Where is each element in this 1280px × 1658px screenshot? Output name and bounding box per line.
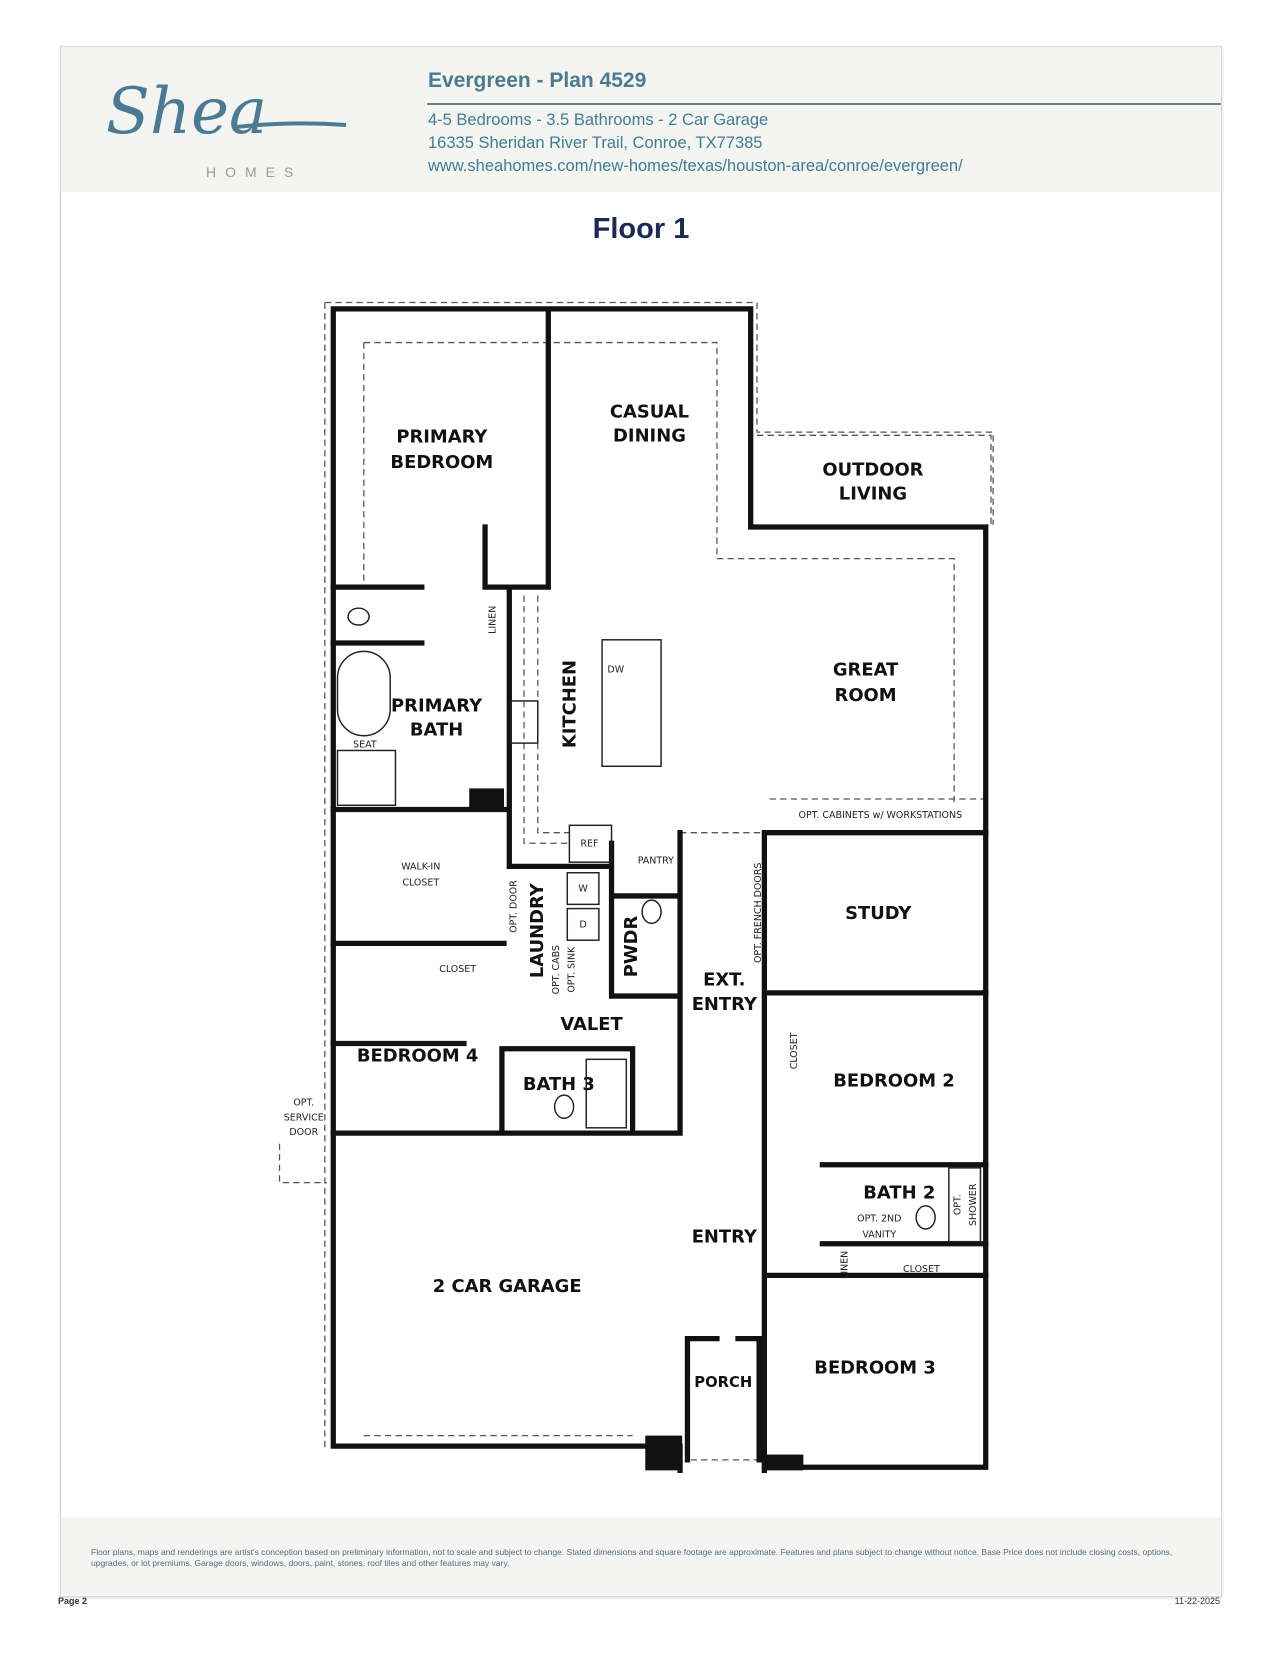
label-washer: W bbox=[578, 884, 588, 895]
label-opt-french-doors: OPT. FRENCH DOORS bbox=[753, 863, 764, 963]
plan-title: Evergreen - Plan 4529 bbox=[428, 69, 647, 92]
svg-text:SERVICE: SERVICE bbox=[284, 1112, 324, 1123]
date: 11-22-2025 bbox=[1174, 1596, 1220, 1606]
room-label-great-room: GREAT ROOM bbox=[833, 660, 899, 706]
label-opt-door: OPT. DOOR bbox=[509, 880, 520, 933]
room-label-valet: VALET bbox=[560, 1014, 623, 1035]
room-label-primary-bath: PRIMARY BATH bbox=[391, 695, 483, 740]
floor-title: Floor 1 bbox=[592, 213, 690, 245]
room-label-outdoor-living: OUTDOOR LIVING bbox=[822, 459, 923, 504]
label-opt-sink: OPT. SINK bbox=[567, 946, 578, 993]
room-label-entry: ENTRY bbox=[692, 1227, 758, 1248]
label-dryer: D bbox=[579, 920, 586, 931]
label-closet: CLOSET bbox=[903, 1264, 940, 1275]
svg-text:BATH: BATH bbox=[410, 720, 463, 741]
column bbox=[469, 788, 505, 810]
svg-text:DINING: DINING bbox=[613, 426, 686, 447]
exterior-walls bbox=[330, 306, 989, 1474]
page-number: Page 2 bbox=[58, 1596, 88, 1606]
label-opt-2nd-vanity: OPT. 2ND VANITY bbox=[857, 1214, 901, 1241]
svg-text:WALK-IN: WALK-IN bbox=[401, 862, 440, 873]
room-label-walk-in-closet: WALK-IN CLOSET bbox=[401, 862, 440, 889]
svg-text:OPT.: OPT. bbox=[952, 1194, 963, 1215]
room-label-bedroom-4: BEDROOM 4 bbox=[357, 1045, 479, 1066]
room-label-casual-dining: CASUAL DINING bbox=[610, 401, 689, 446]
website-link[interactable]: www.sheahomes.com/new-homes/texas/housto… bbox=[428, 157, 963, 175]
plan-specs: 4-5 Bedrooms - 3.5 Bathrooms - 2 Car Gar… bbox=[428, 111, 769, 129]
toilet-icon bbox=[553, 1094, 575, 1120]
french-doors bbox=[680, 832, 766, 944]
svg-text:ENTRY: ENTRY bbox=[692, 994, 758, 1015]
svg-text:VANITY: VANITY bbox=[862, 1229, 896, 1240]
label-dw: DW bbox=[607, 664, 624, 675]
svg-text:ROOM: ROOM bbox=[835, 685, 897, 706]
toilet-icon bbox=[347, 607, 370, 626]
room-label-bedroom-2: BEDROOM 2 bbox=[833, 1071, 955, 1092]
toilet-icon bbox=[915, 1205, 936, 1230]
tub-bath2 bbox=[948, 1167, 982, 1243]
room-label-porch: PORCH bbox=[694, 1374, 752, 1391]
bathtub bbox=[336, 650, 391, 737]
svg-text:Shea: Shea bbox=[106, 75, 267, 149]
label-linen: LINEN bbox=[488, 606, 499, 634]
room-label-bath-2: BATH 2 bbox=[863, 1182, 935, 1203]
svg-text:CASUAL: CASUAL bbox=[610, 401, 689, 422]
svg-text:OUTDOOR: OUTDOOR bbox=[822, 459, 923, 480]
shea-homes-logo: Shea HOMES bbox=[106, 75, 347, 180]
column bbox=[645, 1435, 683, 1471]
room-label-garage: 2 CAR GARAGE bbox=[433, 1276, 582, 1297]
ceiling-outline bbox=[363, 341, 986, 807]
label-linen: LINEN bbox=[840, 1251, 851, 1279]
svg-text:LIVING: LIVING bbox=[839, 484, 907, 505]
washer bbox=[566, 872, 600, 906]
interior-walls bbox=[330, 308, 989, 1470]
disclaimer: Floor plans, maps and renderings are art… bbox=[91, 1547, 1173, 1568]
svg-text:EXT.: EXT. bbox=[703, 970, 745, 991]
label-opt-service-door: OPT. SERVICE DOOR bbox=[284, 1098, 324, 1139]
svg-text:DOOR: DOOR bbox=[289, 1127, 318, 1138]
range bbox=[509, 700, 539, 744]
room-label-study: STUDY bbox=[845, 903, 912, 924]
label-seat: SEAT bbox=[353, 739, 377, 750]
label-ref: REF bbox=[580, 838, 598, 849]
title-divider bbox=[427, 103, 1221, 105]
dryer bbox=[566, 907, 600, 941]
refrigerator bbox=[568, 824, 613, 863]
room-label-kitchen: KITCHEN bbox=[560, 660, 581, 748]
header: Shea HOMES Evergreen - Plan 4529 4-5 Bed… bbox=[61, 47, 1221, 192]
svg-text:SHOWER: SHOWER bbox=[968, 1183, 979, 1226]
room-label-bedroom-3: BEDROOM 3 bbox=[814, 1357, 936, 1378]
address: 16335 Sheridan River Trail, Conroe, TX77… bbox=[428, 134, 763, 152]
room-label-bath-3: BATH 3 bbox=[523, 1074, 595, 1095]
tub-bath3 bbox=[585, 1058, 628, 1129]
footer: Floor plans, maps and renderings are art… bbox=[61, 1517, 1221, 1595]
svg-text:BEDROOM: BEDROOM bbox=[390, 452, 493, 473]
label-opt-cabinets: OPT. CABINETS w/ WORKSTATIONS bbox=[799, 810, 963, 821]
label-pantry: PANTRY bbox=[638, 855, 674, 866]
svg-text:PRIMARY: PRIMARY bbox=[391, 695, 483, 716]
outdoor-living-outline bbox=[756, 434, 992, 525]
svg-text:OPT. 2ND: OPT. 2ND bbox=[857, 1214, 901, 1225]
label-closet: CLOSET bbox=[439, 964, 476, 975]
brochure-page: Shea HOMES Evergreen - Plan 4529 4-5 Bed… bbox=[60, 46, 1222, 1597]
label-opt-shower: OPT. SHOWER bbox=[952, 1183, 979, 1226]
shower bbox=[336, 749, 397, 807]
kitchen-island bbox=[601, 639, 662, 768]
room-label-ext-entry: EXT. ENTRY bbox=[692, 970, 758, 1015]
room-label-primary-bedroom: PRIMARY BEDROOM bbox=[390, 427, 493, 473]
kitchen-counter bbox=[523, 595, 570, 844]
label-opt-cabs: OPT. CABS bbox=[551, 945, 562, 994]
column bbox=[766, 1454, 804, 1471]
svg-text:PRIMARY: PRIMARY bbox=[396, 427, 488, 448]
svg-text:HOMES: HOMES bbox=[206, 164, 302, 180]
svg-text:CLOSET: CLOSET bbox=[402, 877, 439, 888]
room-label-pwdr: PWDR bbox=[621, 916, 642, 978]
room-label-laundry: LAUNDRY bbox=[527, 882, 548, 978]
svg-text:OPT.: OPT. bbox=[293, 1098, 314, 1109]
roofline-outline bbox=[278, 301, 994, 1451]
toilet-icon bbox=[641, 899, 662, 925]
label-closet: CLOSET bbox=[789, 1032, 800, 1069]
svg-text:GREAT: GREAT bbox=[833, 660, 899, 681]
